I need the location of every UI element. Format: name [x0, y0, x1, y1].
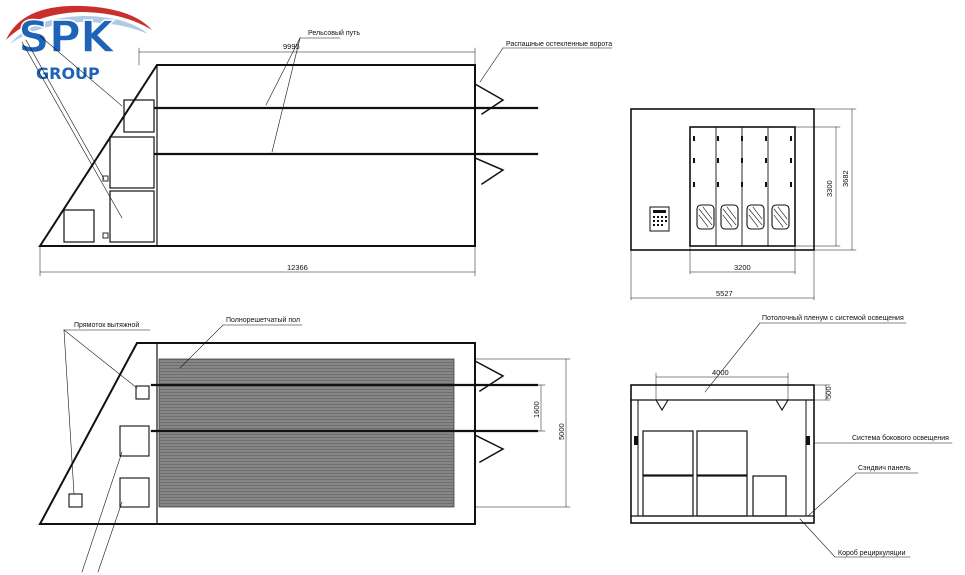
section-outline	[630, 384, 815, 524]
section-panel-4	[696, 475, 748, 517]
floor-gate-2	[473, 433, 505, 464]
top-gate-2	[474, 157, 505, 186]
section-view	[630, 322, 953, 558]
floor-gate-1	[473, 359, 505, 393]
label-exhaust-vent: Прямоток вытяжной	[74, 321, 139, 329]
label-sandwich-panel: Сэндвич панель	[858, 465, 911, 472]
floor-plan	[38, 324, 571, 573]
door-window-2	[720, 204, 739, 230]
dim-plenum-width: 4000	[712, 368, 729, 377]
top-gate-1	[473, 82, 505, 116]
exhaust-vent-4	[68, 493, 83, 508]
label-ceiling-plenum: Потолочный пленум с системой освещения	[762, 314, 904, 322]
section-panel-1	[642, 430, 694, 476]
top-unit-b	[109, 136, 155, 189]
logo-sub-text: GROUP	[36, 64, 100, 83]
label-rail-track: Рельсовый путь	[308, 29, 360, 37]
front-door-opening	[689, 126, 796, 247]
section-panel-2	[696, 430, 748, 476]
spk-group-logo: SPK GROUP	[2, 0, 152, 90]
door-window-4	[771, 204, 790, 230]
top-unit-c	[109, 190, 155, 243]
dim-rail-gauge: 1600	[532, 401, 541, 418]
door-window-3	[746, 204, 765, 230]
door-window-1	[696, 204, 715, 230]
top-view	[21, 35, 613, 277]
section-panel-3	[642, 475, 694, 517]
plenum-light-left	[655, 399, 669, 412]
door-hinges	[693, 136, 792, 187]
label-glazed-gates: Распашные остекленные ворота	[506, 41, 612, 48]
front-view	[630, 108, 857, 301]
dim-overall-height: 3682	[841, 170, 850, 187]
label-recirculation-box: Короб рециркуляции	[838, 549, 906, 557]
plenum-light-right	[775, 399, 789, 412]
exhaust-vent-2	[119, 425, 150, 457]
logo-main-text: SPK	[17, 12, 115, 63]
section-panel-5	[752, 475, 787, 517]
grating-lines	[159, 360, 454, 506]
label-side-lighting: Система бокового освещения	[852, 434, 949, 442]
dim-opening-width: 3200	[734, 263, 751, 272]
top-unit-a	[123, 99, 155, 133]
label-grated-floor: Полнорешетчатый пол	[226, 316, 300, 324]
dim-overall-width: 5527	[716, 289, 733, 298]
top-unit-d	[63, 209, 95, 243]
exhaust-vent-3	[119, 477, 150, 508]
front-view-outline	[630, 108, 815, 251]
dim-inner-length: 9995	[283, 42, 300, 51]
dim-plenum-height: 500	[824, 386, 833, 399]
dim-overall-length: 12366	[287, 263, 308, 272]
dim-floor-width: 5000	[557, 423, 566, 440]
dim-opening-height: 3300	[825, 180, 834, 197]
logo-swoosh-icon	[6, 5, 152, 44]
exhaust-vent-1	[135, 385, 150, 400]
top-view-outline	[38, 64, 476, 247]
control-panel-icon	[649, 206, 670, 232]
